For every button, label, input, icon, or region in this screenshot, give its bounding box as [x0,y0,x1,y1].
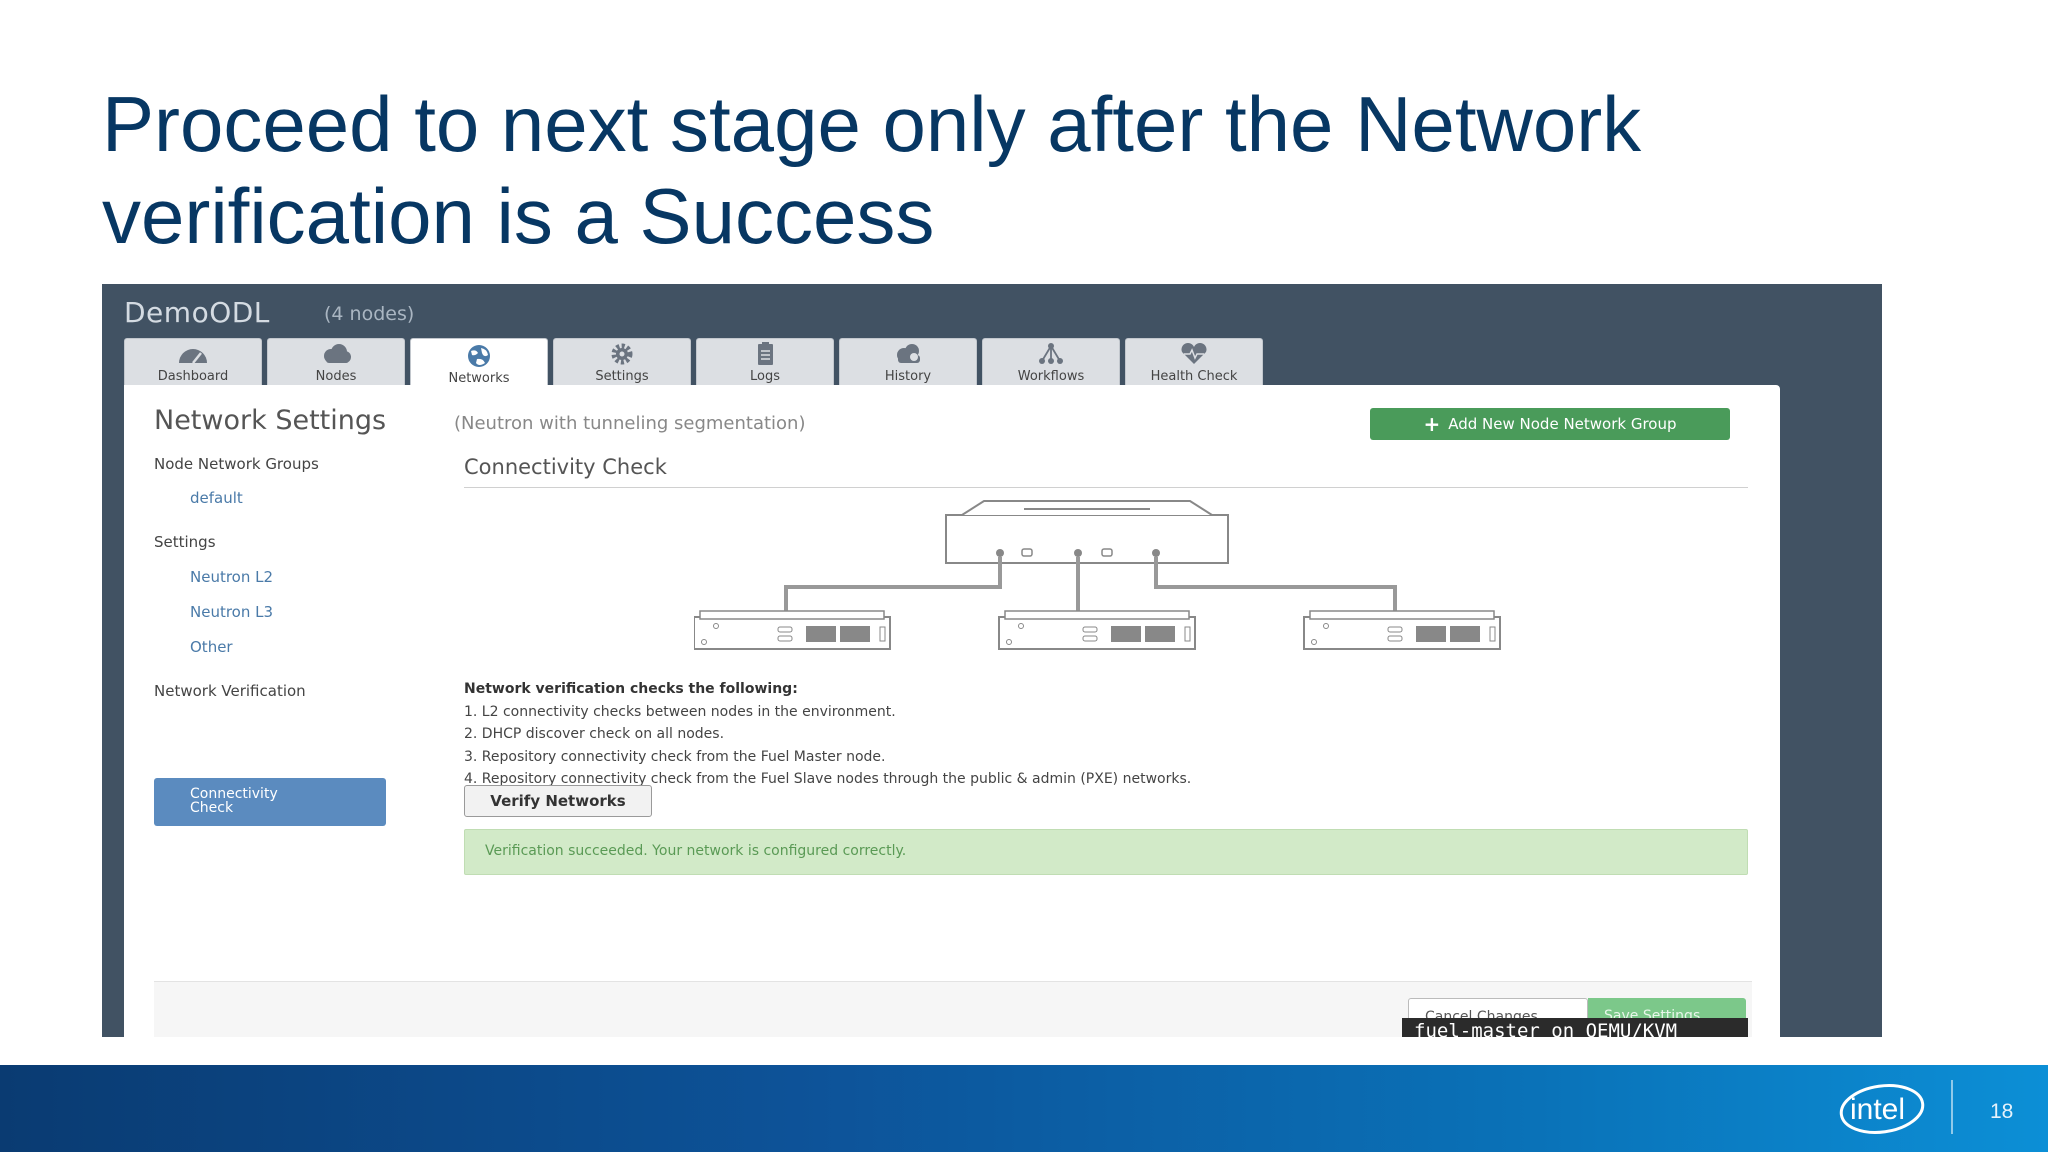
check-item: 3. Repository connectivity check from th… [464,749,886,765]
slide-title-line-1: Proceed to next stage only after the Net… [102,80,1642,168]
verification-success-alert: Verification succeeded. Your network is … [464,829,1748,875]
title-divider [464,487,1748,488]
server-icon [998,610,1196,650]
dashboard-icon [179,349,207,364]
network-settings-subtitle: (Neutron with tunneling segmentation) [454,413,806,434]
tab-workflows[interactable]: Workflows [982,338,1120,386]
check-item: 1. L2 connectivity checks between nodes … [464,704,896,720]
add-node-network-group-button[interactable]: + Add New Node Network Group [1370,408,1730,440]
clipboard-icon [758,342,773,365]
checks-heading: Network verification checks the followin… [464,681,798,697]
server-icon [694,610,891,650]
sidebar-item-neutron-l2[interactable]: Neutron L2 [190,568,274,586]
connectivity-check-title: Connectivity Check [464,455,667,479]
intel-logo-text: intel [1850,1093,1905,1126]
check-item: 4. Repository connectivity check from th… [464,771,1192,787]
slide-title-line-2: verification is a Success [102,172,935,260]
network-topology-diagram [694,500,1501,650]
tab-history[interactable]: History [839,338,977,386]
gear-icon [611,343,633,365]
heart-icon [1181,343,1207,364]
globe-icon [468,345,490,367]
page-number: 18 [1990,1100,2014,1123]
tab-dashboard[interactable]: Dashboard [124,338,262,386]
sidebar-item-connectivity-check[interactable]: Connectivity Check [154,778,386,826]
network-verification-heading: Network Verification [154,682,306,700]
environment-name: DemoODL [124,296,270,329]
network-settings-panel: Network Settings (Neutron with tunneling… [124,385,1780,1037]
switch-icon [945,500,1229,564]
plus-icon: + [1423,412,1441,436]
tab-nodes[interactable]: Nodes [267,338,405,386]
cloud-icon [324,344,351,363]
sidebar-item-neutron-l3[interactable]: Neutron L3 [190,603,274,621]
settings-heading: Settings [154,533,216,551]
network-settings-title: Network Settings [154,405,387,436]
tab-health-check[interactable]: Health Check [1125,338,1263,386]
node-network-groups-heading: Node Network Groups [154,455,319,473]
server-icon [1303,610,1501,650]
check-item: 2. DHCP discover check on all nodes. [464,726,725,742]
environment-node-count: (4 nodes) [324,303,415,325]
fuel-ui-screenshot: DemoODL (4 nodes) Dashboard Nodes Net [102,284,1882,1037]
connection-lines [784,557,1397,617]
slide-title: Proceed to next stage only after the Net… [102,78,1802,262]
workflow-icon [1039,343,1063,364]
slide-footer-band [0,1065,2048,1152]
sidebar-item-default[interactable]: default [190,489,243,507]
tab-logs[interactable]: Logs [696,338,834,386]
footer-divider [1951,1080,1953,1134]
verify-networks-button[interactable]: Verify Networks [464,785,652,817]
tab-networks[interactable]: Networks [410,338,548,388]
intel-logo: intel [1839,1084,1925,1134]
sidebar-item-other[interactable]: Other [190,638,233,656]
history-icon [897,344,920,363]
vm-title-tooltip: fuel-master on QEMU/KVM [1402,1018,1748,1037]
tab-settings[interactable]: Settings [553,338,691,386]
